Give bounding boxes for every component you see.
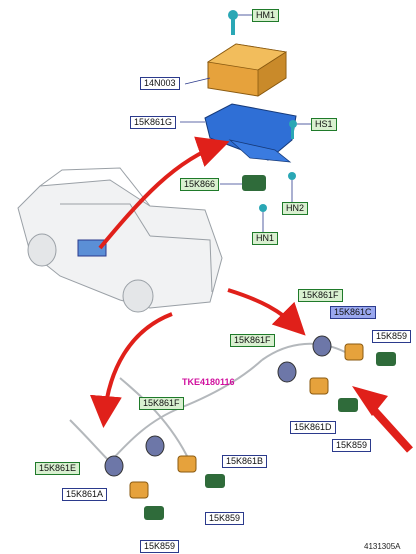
vehicle-outline bbox=[17, 167, 223, 313]
label-15k859-c: 15K859 bbox=[205, 512, 245, 525]
sensor-15k866 bbox=[220, 175, 266, 191]
reference-code: TKE4180116 bbox=[182, 377, 235, 387]
label-15k861c: 15K861C bbox=[330, 306, 376, 319]
sensor-right-lower bbox=[277, 361, 358, 412]
label-15k861f-top: 15K861F bbox=[298, 289, 343, 302]
label-15k861g: 15K861G bbox=[130, 116, 177, 129]
arrow-highlight bbox=[352, 386, 413, 453]
label-hn1: HN1 bbox=[252, 232, 279, 245]
screw-hs1 bbox=[289, 120, 311, 139]
label-hm1: HM1 bbox=[252, 9, 280, 22]
label-hs1: HS1 bbox=[311, 118, 337, 131]
drawing-code: 4131305A bbox=[364, 542, 401, 551]
label-15k859-b: 15K859 bbox=[332, 439, 372, 452]
wiring-harness bbox=[69, 342, 346, 467]
bolt-hm1 bbox=[228, 10, 252, 35]
label-15k861e: 15K861E bbox=[35, 462, 81, 475]
arrow-rear-left bbox=[89, 312, 173, 428]
label-14n003: 14N003 bbox=[140, 77, 180, 90]
label-15k859-d: 15K859 bbox=[140, 540, 180, 553]
label-15k861f-mid: 15K861F bbox=[230, 334, 275, 347]
nut-hn2 bbox=[288, 172, 296, 202]
module-14n003 bbox=[184, 43, 288, 97]
label-15k861b: 15K861B bbox=[222, 455, 268, 468]
label-15k859-a: 15K859 bbox=[372, 330, 412, 343]
label-15k866: 15K866 bbox=[180, 178, 220, 191]
arrow-roof-to-module bbox=[98, 136, 230, 250]
nut-hn1 bbox=[259, 204, 267, 232]
sensor-right-upper bbox=[312, 335, 396, 366]
label-15k861d: 15K861D bbox=[290, 421, 336, 434]
arrow-rear-right bbox=[227, 288, 306, 336]
label-15k861a: 15K861A bbox=[62, 488, 108, 501]
label-15k861f-left: 15K861F bbox=[139, 397, 184, 410]
label-hn2: HN2 bbox=[282, 202, 309, 215]
sensor-left-upper bbox=[145, 435, 225, 488]
sensor-left-lower bbox=[104, 455, 164, 520]
